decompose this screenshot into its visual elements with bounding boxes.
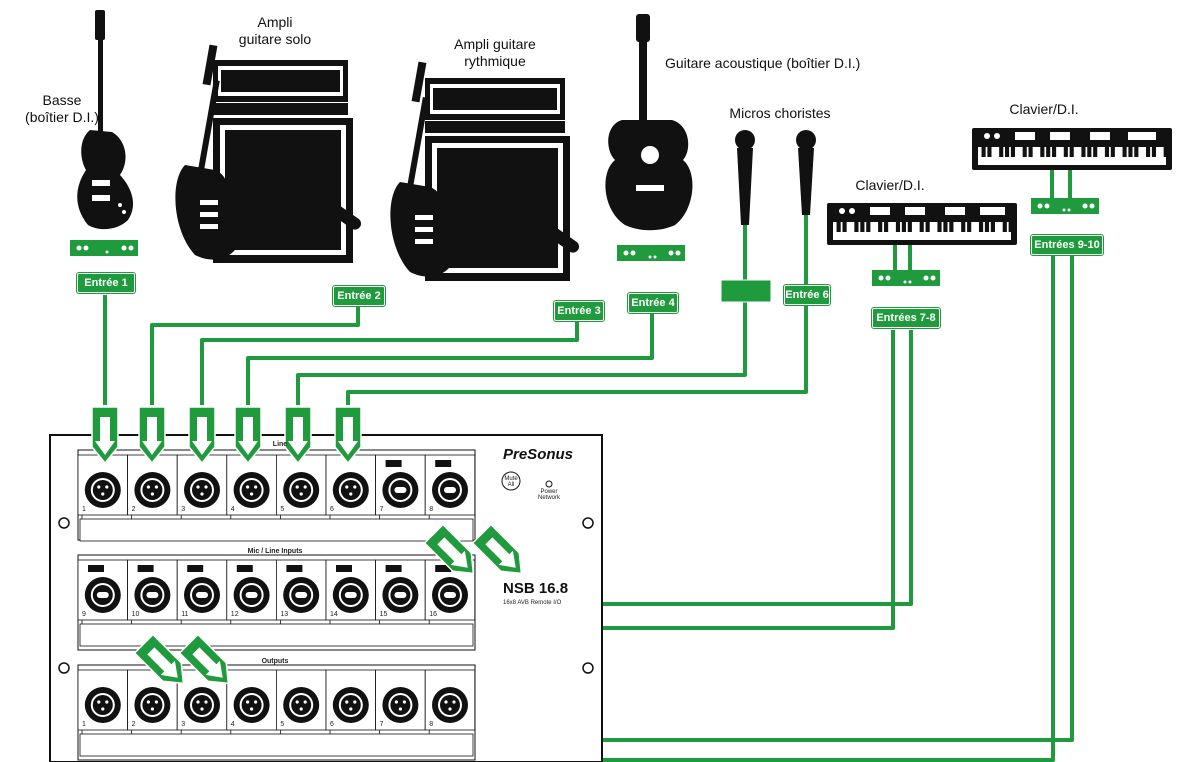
mute-label: Mute All bbox=[504, 476, 518, 488]
row3-title: Outputs bbox=[261, 658, 289, 665]
jack-number: 5 bbox=[280, 721, 285, 728]
tag-input-1: Entrée 1 bbox=[76, 272, 136, 294]
di-box-bass bbox=[70, 240, 138, 256]
plug-input-1 bbox=[91, 406, 119, 465]
jack-number: 6 bbox=[330, 506, 334, 513]
cable-in3 bbox=[200, 320, 579, 405]
tag-input-4: Entrée 4 bbox=[627, 292, 679, 314]
jack-number: 16 bbox=[429, 611, 437, 618]
jack-number: 8 bbox=[429, 721, 434, 728]
keyboard-2-icon bbox=[972, 128, 1172, 170]
jack-number: 12 bbox=[230, 611, 239, 618]
plug-input-7 bbox=[423, 523, 475, 575]
jack-number: 6 bbox=[330, 721, 334, 728]
tag-input-6: Entrée 6 bbox=[783, 284, 831, 306]
plug-input-9 bbox=[133, 633, 185, 685]
jack-number: 14 bbox=[330, 611, 338, 618]
plug-input-5 bbox=[284, 406, 312, 465]
bass-guitar-icon bbox=[77, 10, 134, 230]
jack-number: 10 bbox=[131, 611, 140, 618]
backing-mic-2-icon bbox=[796, 130, 816, 215]
jack-number: 7 bbox=[379, 721, 384, 728]
jack-number: 8 bbox=[429, 506, 434, 513]
plug-input-8 bbox=[471, 523, 523, 575]
jack-number: 9 bbox=[82, 611, 86, 618]
label-bass: Basse (boîtier D.I.) bbox=[25, 92, 99, 125]
di-boxes bbox=[70, 198, 1099, 303]
tag-input-2: Entrée 2 bbox=[332, 285, 386, 307]
jack-number: 2 bbox=[131, 721, 136, 728]
jack-number: 3 bbox=[181, 721, 186, 728]
tag-input-3: Entrée 3 bbox=[553, 300, 605, 322]
row2-title: Mic / Line Inputs bbox=[247, 548, 303, 555]
tag-inputs-9-10: Entrées 9-10 bbox=[1030, 234, 1104, 256]
power-label: Power Network bbox=[537, 489, 560, 501]
cable-in4 bbox=[246, 312, 654, 405]
jack-number: 1 bbox=[82, 721, 86, 728]
jack-number: 4 bbox=[230, 721, 235, 728]
jack-number: 2 bbox=[131, 506, 136, 513]
label-rhythm-amp: Ampli guitare rythmique bbox=[454, 36, 536, 69]
jack-number: 5 bbox=[280, 506, 285, 513]
plug-input-3 bbox=[188, 406, 216, 465]
nsb-device bbox=[49, 434, 603, 762]
row1-title: Line bbox=[272, 441, 288, 448]
jack-number: 15 bbox=[379, 611, 388, 618]
lead-mic-icon bbox=[313, 192, 362, 230]
label-keys-1: Clavier/D.I. bbox=[855, 177, 925, 193]
keyboard-1-icon bbox=[827, 203, 1017, 245]
jack-number: 4 bbox=[230, 506, 235, 513]
di-box-acoustic bbox=[617, 245, 685, 261]
jack-number: 13 bbox=[280, 611, 289, 618]
plug-input-10 bbox=[178, 633, 230, 685]
backing-mic-1-icon bbox=[735, 130, 755, 225]
label-lead-amp: Ampli guitare solo bbox=[238, 14, 312, 47]
jack-number: 11 bbox=[181, 611, 189, 618]
brand-presonus: PreSonus bbox=[503, 446, 574, 463]
tag-inputs-7-8: Entrées 7-8 bbox=[871, 307, 941, 329]
jack-number: 1 bbox=[82, 506, 86, 513]
plug-input-2 bbox=[138, 406, 166, 465]
model-nsb: NSB 16.8 bbox=[503, 580, 569, 597]
plug-input-4 bbox=[234, 406, 262, 465]
label-backing-mics: Micros choristes bbox=[729, 105, 831, 121]
plug-input-6 bbox=[334, 406, 362, 465]
lead-guitar-icon bbox=[175, 44, 242, 260]
plug-arrows bbox=[91, 406, 523, 685]
label-keys-2: Clavier/D.I. bbox=[1009, 101, 1079, 117]
acoustic-guitar-icon bbox=[605, 14, 693, 231]
jack-number: 7 bbox=[379, 506, 384, 513]
rhythm-mic-icon bbox=[531, 215, 580, 253]
jack-number: 3 bbox=[181, 506, 186, 513]
rhythm-guitar-icon bbox=[390, 61, 457, 277]
di-box-mic5 bbox=[720, 279, 772, 303]
cable-in2 bbox=[150, 307, 360, 405]
label-acoustic: Guitare acoustique (boîtier D.I.) bbox=[665, 55, 861, 71]
di-box-keys-1 bbox=[872, 270, 940, 286]
di-box-keys-2 bbox=[1031, 198, 1099, 214]
model-subtitle: 16x8 AVB Remote I/O bbox=[503, 600, 562, 606]
